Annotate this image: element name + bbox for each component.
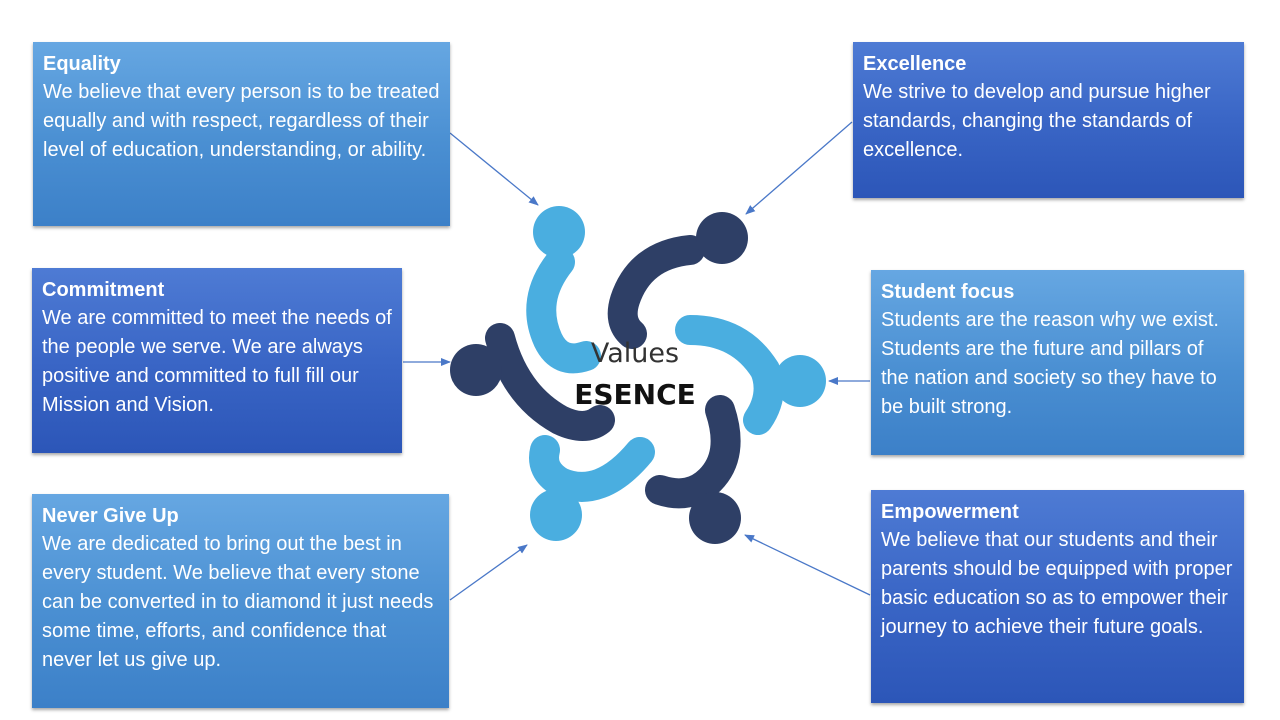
card-commitment: Commitment We are committed to meet the …: [32, 268, 402, 453]
center-subtitle: ESENCE: [574, 378, 696, 411]
card-commitment-title: Commitment: [42, 279, 165, 301]
figure-body-light-bottom-left: [529, 435, 655, 502]
figure-body-light-top-left: [526, 247, 601, 374]
arrow-never-give-up: [449, 544, 528, 601]
card-excellence-body: We strive to develop and pursue higher s…: [863, 81, 1211, 161]
figure-body-dark-bottom-right: [645, 395, 741, 509]
card-commitment-body: We are committed to meet the needs of th…: [42, 307, 392, 416]
figure-head-light-right: [774, 355, 826, 407]
center-title: Values: [590, 338, 680, 369]
card-empowerment: Empowerment We believe that our students…: [871, 490, 1244, 703]
figure-head-dark-left: [450, 344, 502, 396]
card-empowerment-body: We believe that our students and their p…: [881, 529, 1233, 638]
figure-head-dark-bottom-right: [689, 492, 741, 544]
card-student-focus: Student focus Students are the reason wh…: [871, 270, 1244, 455]
card-equality: Equality We believe that every person is…: [33, 42, 450, 226]
card-equality-title: Equality: [43, 53, 121, 75]
card-never-give-up: Never Give Up We are dedicated to bring …: [32, 494, 449, 708]
figure-body-dark-top: [607, 235, 705, 349]
connector-arrows: [403, 121, 871, 601]
card-never-give-up-title: Never Give Up: [42, 505, 179, 527]
figure-head-dark-top: [696, 212, 748, 264]
figure-head-light-top-left: [533, 206, 585, 258]
arrow-excellence: [745, 121, 853, 215]
people-figures: [450, 206, 826, 544]
figure-body-light-right: [675, 315, 784, 435]
card-empowerment-title: Empowerment: [881, 501, 1019, 523]
figure-body-dark-left: [485, 323, 615, 441]
card-excellence: Excellence We strive to develop and purs…: [853, 42, 1244, 198]
arrow-empowerment: [744, 534, 871, 596]
card-equality-body: We believe that every person is to be tr…: [43, 81, 440, 161]
card-student-focus-title: Student focus: [881, 281, 1015, 303]
card-never-give-up-body: We are dedicated to bring out the best i…: [42, 533, 434, 671]
card-excellence-title: Excellence: [863, 53, 967, 75]
arrow-equality: [449, 132, 539, 206]
figure-head-light-bottom-left: [530, 489, 582, 541]
card-student-focus-body: Students are the reason why we exist. St…: [881, 309, 1219, 418]
